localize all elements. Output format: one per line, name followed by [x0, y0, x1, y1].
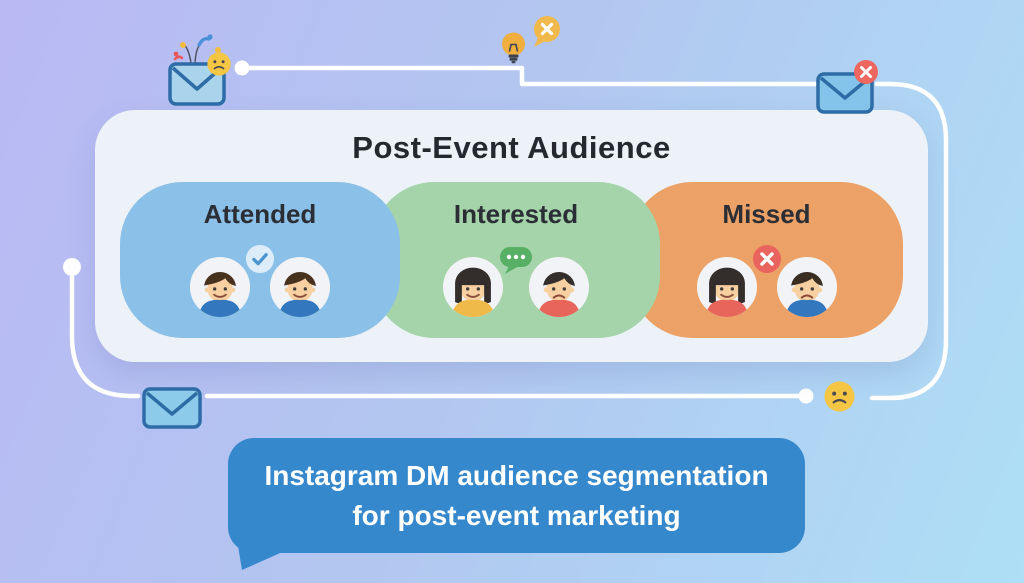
chat-dots-icon — [500, 247, 532, 274]
x-mark-icon — [752, 245, 781, 273]
callout-line1: Instagram DM audience segmentation — [264, 459, 769, 491]
check-icon — [245, 244, 275, 274]
segment-interested: Interested — [372, 182, 660, 338]
path-dot — [63, 258, 81, 276]
post-event-audience-card: Post-Event Audience Attended — [95, 110, 928, 362]
card-title: Post-Event Audience — [352, 130, 671, 165]
connector-top — [247, 65, 818, 87]
envelope-icon — [142, 387, 202, 429]
avatar-female — [442, 256, 504, 318]
interested-people — [442, 247, 590, 318]
path-dot — [234, 60, 250, 76]
callout-line2: for post-event marketing — [352, 499, 681, 531]
callout-tail — [237, 540, 287, 570]
connector-left — [69, 274, 141, 399]
segment-label: Interested — [453, 199, 579, 229]
connector-right — [869, 81, 949, 401]
avatar-male — [189, 256, 251, 318]
envelope-confetti-icon — [168, 34, 226, 106]
avatar-female — [696, 256, 757, 318]
attended-people — [189, 244, 331, 318]
avatar-male — [776, 256, 837, 318]
segment-missed: Missed — [630, 182, 903, 338]
sad-emoji-icon — [824, 381, 855, 412]
segment-label: Missed — [722, 199, 811, 229]
missed-people — [696, 245, 838, 318]
segment-attended: Attended — [120, 182, 400, 338]
path-dot — [798, 388, 814, 404]
segment-label: Attended — [203, 199, 317, 229]
avatar-male — [269, 256, 331, 318]
avatar-male — [528, 256, 590, 318]
sad-emoji-icon — [207, 52, 231, 76]
lightbulb-icon — [502, 32, 525, 64]
envelope-x-icon — [816, 60, 878, 114]
x-bubble-icon — [534, 16, 560, 47]
callout-bubble: Instagram DM audience segmentation for p… — [228, 438, 805, 553]
